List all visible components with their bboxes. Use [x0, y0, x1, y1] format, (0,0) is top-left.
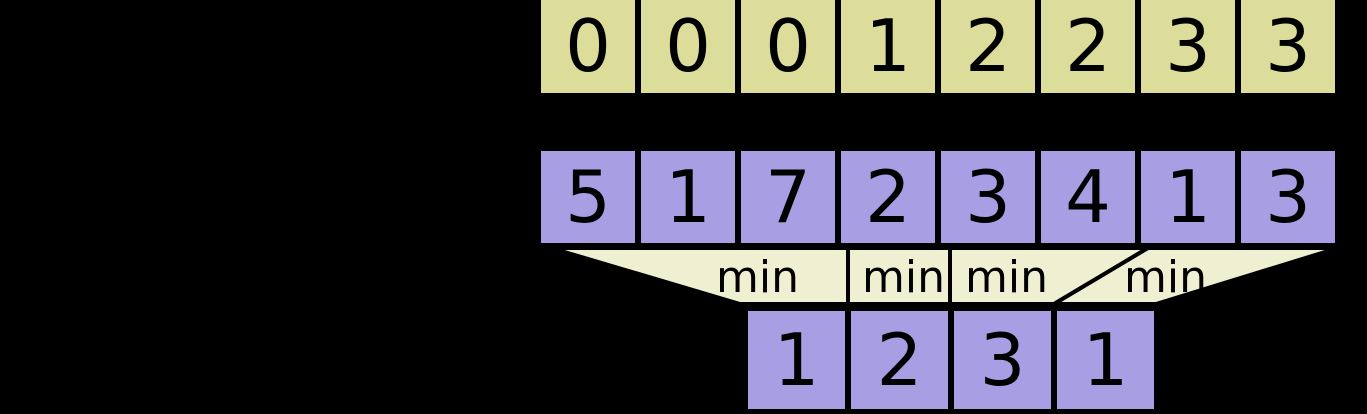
- output-cell-2: 3: [951, 308, 1054, 412]
- min-funnel-0: [550, 246, 850, 306]
- min-funnel-label-3: min: [1124, 252, 1207, 303]
- index-cell-4: 2: [938, 0, 1038, 96]
- min-funnel-label-1: min: [862, 252, 945, 303]
- input-cell-6: 1: [1138, 148, 1238, 246]
- input-cell-3: 2: [838, 148, 938, 246]
- input-cell-1: 1: [638, 148, 738, 246]
- input-cell-4: 3: [938, 148, 1038, 246]
- output-cell-0: 1: [745, 308, 848, 412]
- input-cell-0: 5: [538, 148, 638, 246]
- min-funnel-label-0: min: [716, 252, 799, 303]
- index-cell-3: 1: [838, 0, 938, 96]
- input-cell-7: 3: [1238, 148, 1338, 246]
- min-funnel-label-2: min: [965, 252, 1048, 303]
- index-cell-7: 3: [1238, 0, 1338, 96]
- index-cell-2: 0: [738, 0, 838, 96]
- output-cell-1: 2: [848, 308, 951, 412]
- index-cell-1: 0: [638, 0, 738, 96]
- input-cell-5: 4: [1038, 148, 1138, 246]
- index-cell-6: 3: [1138, 0, 1238, 96]
- input-cell-2: 7: [738, 148, 838, 246]
- index-cell-5: 2: [1038, 0, 1138, 96]
- index-cell-0: 0: [538, 0, 638, 96]
- output-cell-3: 1: [1054, 308, 1157, 412]
